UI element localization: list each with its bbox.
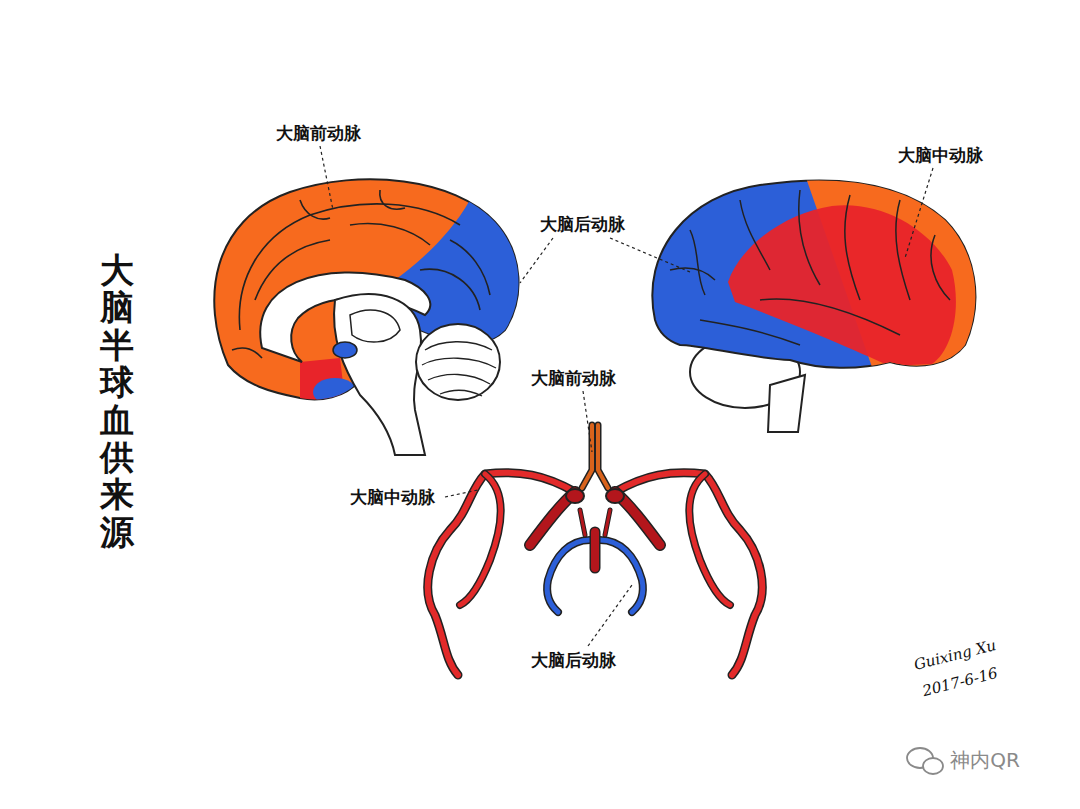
watermark-icon bbox=[907, 748, 943, 774]
medial-brain bbox=[214, 179, 530, 455]
artery-circle bbox=[428, 425, 762, 675]
watermark: 神内QR bbox=[950, 747, 1020, 774]
artery-label: 大脑后动脉 bbox=[529, 649, 618, 672]
artery-label: 大脑后动脉 bbox=[538, 213, 627, 236]
lateral-brain bbox=[652, 175, 995, 432]
artery-label: 大脑前动脉 bbox=[529, 367, 618, 390]
leader-lines bbox=[320, 146, 933, 646]
title-vertical: 大脑半球血供来源 bbox=[100, 252, 134, 551]
artery-label: 大脑中动脉 bbox=[896, 144, 985, 167]
artery-label: 大脑中动脉 bbox=[348, 486, 437, 509]
artery-label: 大脑前动脉 bbox=[274, 122, 363, 145]
